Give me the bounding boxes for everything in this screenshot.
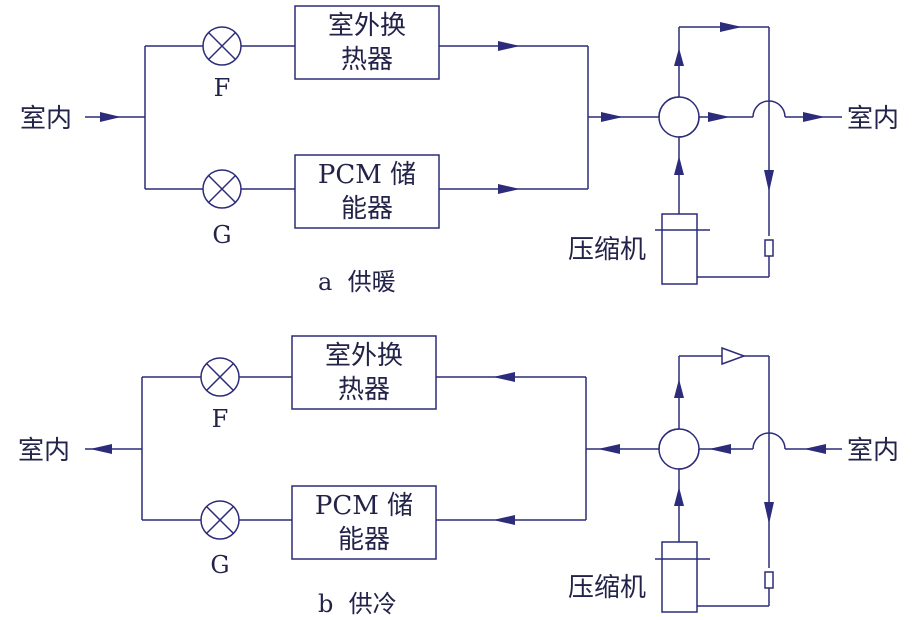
arrow-right-icon [601, 112, 623, 122]
expansion-valve-icon [764, 239, 774, 257]
arrow-left-icon [90, 444, 112, 454]
arrow-up-icon [674, 156, 684, 175]
valve-g-label: G [212, 221, 231, 249]
arrow-down-icon [764, 502, 774, 524]
pcm-storage-label-2: 能器 [338, 525, 390, 555]
arrow-right-icon [803, 112, 825, 122]
arrow-left-icon [598, 444, 620, 454]
indoor-outlet-label: 室内 [847, 104, 899, 134]
pcm-storage-label-1: PCM 储 [315, 491, 413, 521]
arrow-left-icon [493, 372, 515, 382]
valve-f-label: F [214, 74, 231, 102]
heat-exchanger-label-2: 热器 [341, 45, 393, 75]
indoor-inlet-label: 室内 [20, 104, 72, 134]
arrow-down-icon [764, 170, 774, 192]
outdoor-heat-exchanger-a [294, 5, 440, 80]
arrow-up-icon [674, 379, 684, 398]
heat-exchanger-label-1: 室外换 [328, 11, 406, 41]
pcm-storage-label-1: PCM 储 [318, 160, 416, 190]
panel-a: 室内 室内 F G 室外换 热器 PCM 储 能器 压缩机 a 供暖 [20, 5, 899, 296]
arrow-left-icon [804, 444, 826, 454]
outdoor-heat-exchanger-b [291, 335, 437, 410]
arrow-up-icon [674, 487, 684, 506]
valve-f-icon[interactable] [200, 357, 240, 397]
valve-f-label: F [212, 405, 229, 433]
compressor-icon [655, 213, 710, 285]
panel-b-caption: b 供冷 [318, 590, 397, 618]
crossover-hump [752, 432, 786, 450]
pcm-storage-b [291, 485, 437, 560]
compressor-label: 压缩机 [568, 573, 646, 603]
pcm-storage-label-2: 能器 [341, 194, 393, 224]
four-way-valve-icon [658, 96, 700, 138]
indoor-outlet-label: 室内 [18, 436, 70, 466]
indoor-inlet-label: 室内 [847, 436, 899, 466]
arrow-left-icon [709, 444, 731, 454]
arrow-right-icon [720, 22, 742, 32]
arrow-up-icon [674, 48, 684, 66]
check-valve-icon [721, 346, 747, 366]
heat-exchanger-label-2: 热器 [338, 375, 390, 405]
valve-f-icon[interactable] [202, 26, 242, 66]
valve-g-icon[interactable] [200, 500, 240, 540]
expansion-valve-icon [764, 571, 774, 589]
arrow-right-icon [498, 41, 520, 51]
arrow-right-icon [498, 184, 520, 194]
pcm-storage-a [294, 154, 440, 229]
panel-b: 室内 室内 F G 室外换 热器 PCM 储 能器 压缩机 b 供冷 [18, 335, 899, 618]
arrow-right-icon [100, 112, 121, 122]
valve-g-label: G [210, 551, 229, 579]
arrow-left-icon [493, 515, 515, 525]
panel-a-caption: a 供暖 [318, 268, 396, 296]
arrow-right-icon [708, 112, 730, 122]
heat-exchanger-label-1: 室外换 [325, 341, 403, 371]
crossover-hump [752, 100, 786, 118]
four-way-valve-icon [658, 428, 700, 470]
compressor-icon [655, 541, 710, 613]
valve-g-icon[interactable] [202, 169, 242, 209]
compressor-label: 压缩机 [568, 235, 646, 265]
